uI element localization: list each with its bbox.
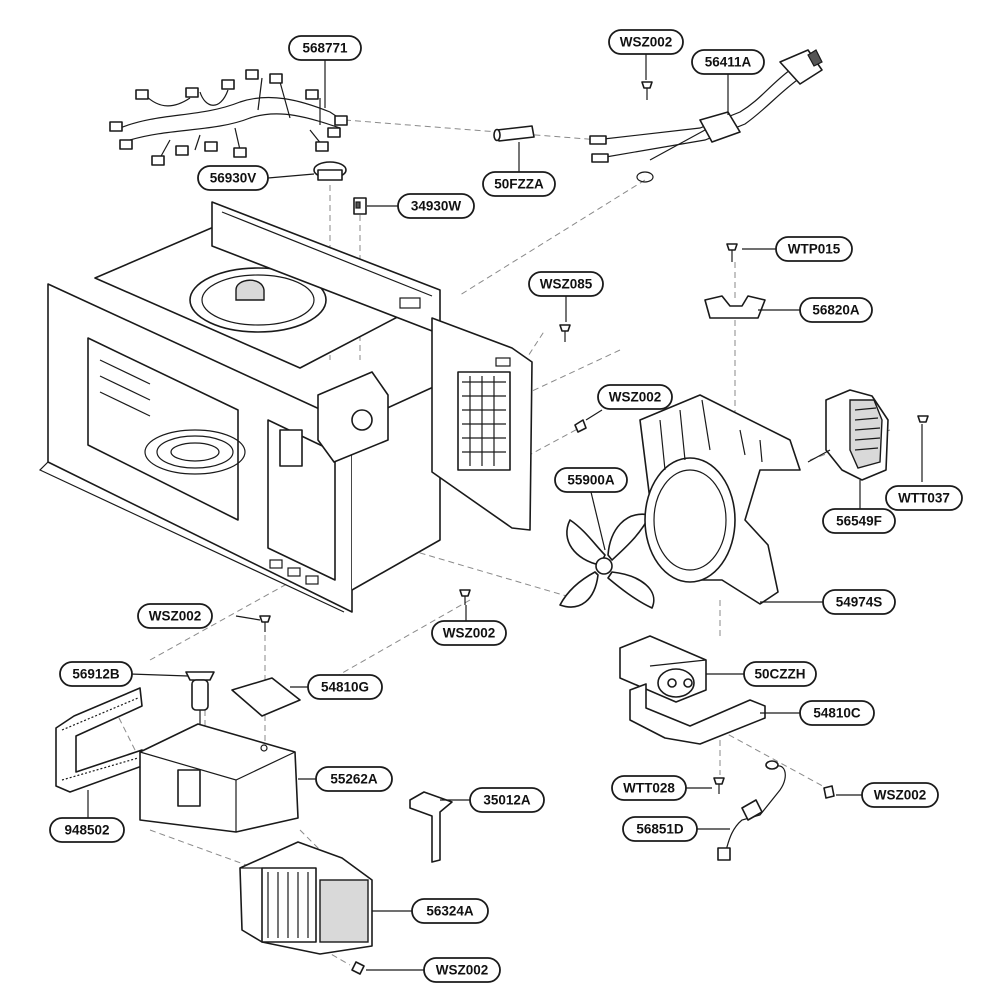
- sensor-fuse: [185, 671, 215, 725]
- oven-cavity: [38, 201, 441, 613]
- part-label-text: 56411A: [705, 55, 752, 70]
- part-label-text: 56820A: [812, 303, 860, 318]
- part-label-text: 56549F: [836, 514, 882, 529]
- part-label-56324a: 56324A: [411, 898, 489, 924]
- thermostat: [313, 161, 347, 181]
- part-label-text: WSZ002: [436, 963, 489, 978]
- part-label-text: WTT037: [898, 491, 950, 506]
- gasket: [55, 687, 143, 793]
- fan-duct: [639, 394, 801, 605]
- part-label-56411a: 56411A: [691, 49, 765, 75]
- part-label-wsz002-right: WSZ002: [861, 782, 939, 808]
- capacitor-bracket: [629, 683, 766, 745]
- part-label-55262a: 55262A: [315, 766, 393, 792]
- part-label-50fzza: 50FZZA: [482, 171, 556, 197]
- part-label-text: 54810C: [813, 706, 861, 721]
- part-label-text: WSZ002: [443, 626, 496, 641]
- fuse: [493, 125, 535, 142]
- part-label-wsz085: WSZ085: [528, 271, 604, 297]
- part-label-text: 948502: [64, 823, 109, 838]
- part-label-text: 568771: [302, 41, 348, 56]
- part-label-text: WSZ002: [149, 609, 202, 624]
- part-label-55900a: 55900A: [554, 467, 628, 493]
- door-switch: [353, 197, 367, 215]
- part-label-56851d: 56851D: [622, 816, 698, 842]
- part-label-wtt028: WTT028: [611, 775, 687, 801]
- part-label-54810c: 54810C: [799, 700, 875, 726]
- part-label-text: 56930V: [210, 171, 257, 186]
- part-label-948502: 948502: [49, 817, 125, 843]
- part-label-text: 54810G: [321, 680, 369, 695]
- mounting-bracket: [409, 791, 453, 863]
- part-label-text: 54974S: [836, 595, 883, 610]
- part-label-568771: 568771: [288, 35, 362, 61]
- part-label-text: 50FZZA: [494, 177, 544, 192]
- leader-lines: [87, 54, 923, 971]
- part-label-text: WSZ002: [620, 35, 673, 50]
- part-label-wsz002-top: WSZ002: [608, 29, 684, 55]
- part-label-56912b: 56912B: [59, 661, 133, 687]
- part-label-56549f: 56549F: [822, 508, 896, 534]
- fan-motor: [807, 389, 889, 481]
- screws: [259, 81, 929, 975]
- shield-plate: [231, 677, 301, 717]
- part-label-54810g: 54810G: [307, 674, 383, 700]
- wire-harness: [109, 69, 348, 166]
- part-label-text: WSZ002: [874, 788, 927, 803]
- side-panel: [399, 297, 533, 531]
- part-label-text: 55262A: [330, 772, 378, 787]
- part-label-text: WTT028: [623, 781, 675, 796]
- part-label-wsz002-mid: WSZ002: [597, 384, 673, 410]
- power-cord: [589, 49, 823, 183]
- transformer-cover: [139, 723, 299, 833]
- part-label-text: 56912B: [72, 667, 120, 682]
- part-label-text: WTP015: [788, 242, 841, 257]
- part-label-wsz002-center: WSZ002: [431, 620, 507, 646]
- part-label-wtt037: WTT037: [885, 485, 963, 511]
- part-label-54974s: 54974S: [822, 589, 896, 615]
- latch-bracket: [704, 295, 766, 319]
- part-label-56820a: 56820A: [799, 297, 873, 323]
- part-label-wsz002-left: WSZ002: [137, 603, 213, 629]
- part-label-50czzh: 50CZZH: [743, 661, 817, 687]
- part-label-35012a: 35012A: [469, 787, 545, 813]
- part-label-wsz002-bottom: WSZ002: [423, 957, 501, 983]
- fan-blade: [559, 513, 655, 609]
- part-label-text: 34930W: [411, 199, 462, 214]
- part-label-text: 55900A: [567, 473, 615, 488]
- part-label-text: WSZ002: [609, 390, 662, 405]
- part-label-text: 56324A: [426, 904, 474, 919]
- part-label-56930v: 56930V: [197, 165, 269, 191]
- part-label-34930w: 34930W: [397, 193, 475, 219]
- part-label-text: 56851D: [636, 822, 684, 837]
- magnetron: [239, 841, 373, 955]
- part-label-text: 35012A: [483, 793, 531, 808]
- part-label-text: 50CZZH: [754, 667, 805, 682]
- part-label-wtp015: WTP015: [775, 236, 853, 262]
- diode: [717, 760, 786, 861]
- part-label-text: WSZ085: [540, 277, 593, 292]
